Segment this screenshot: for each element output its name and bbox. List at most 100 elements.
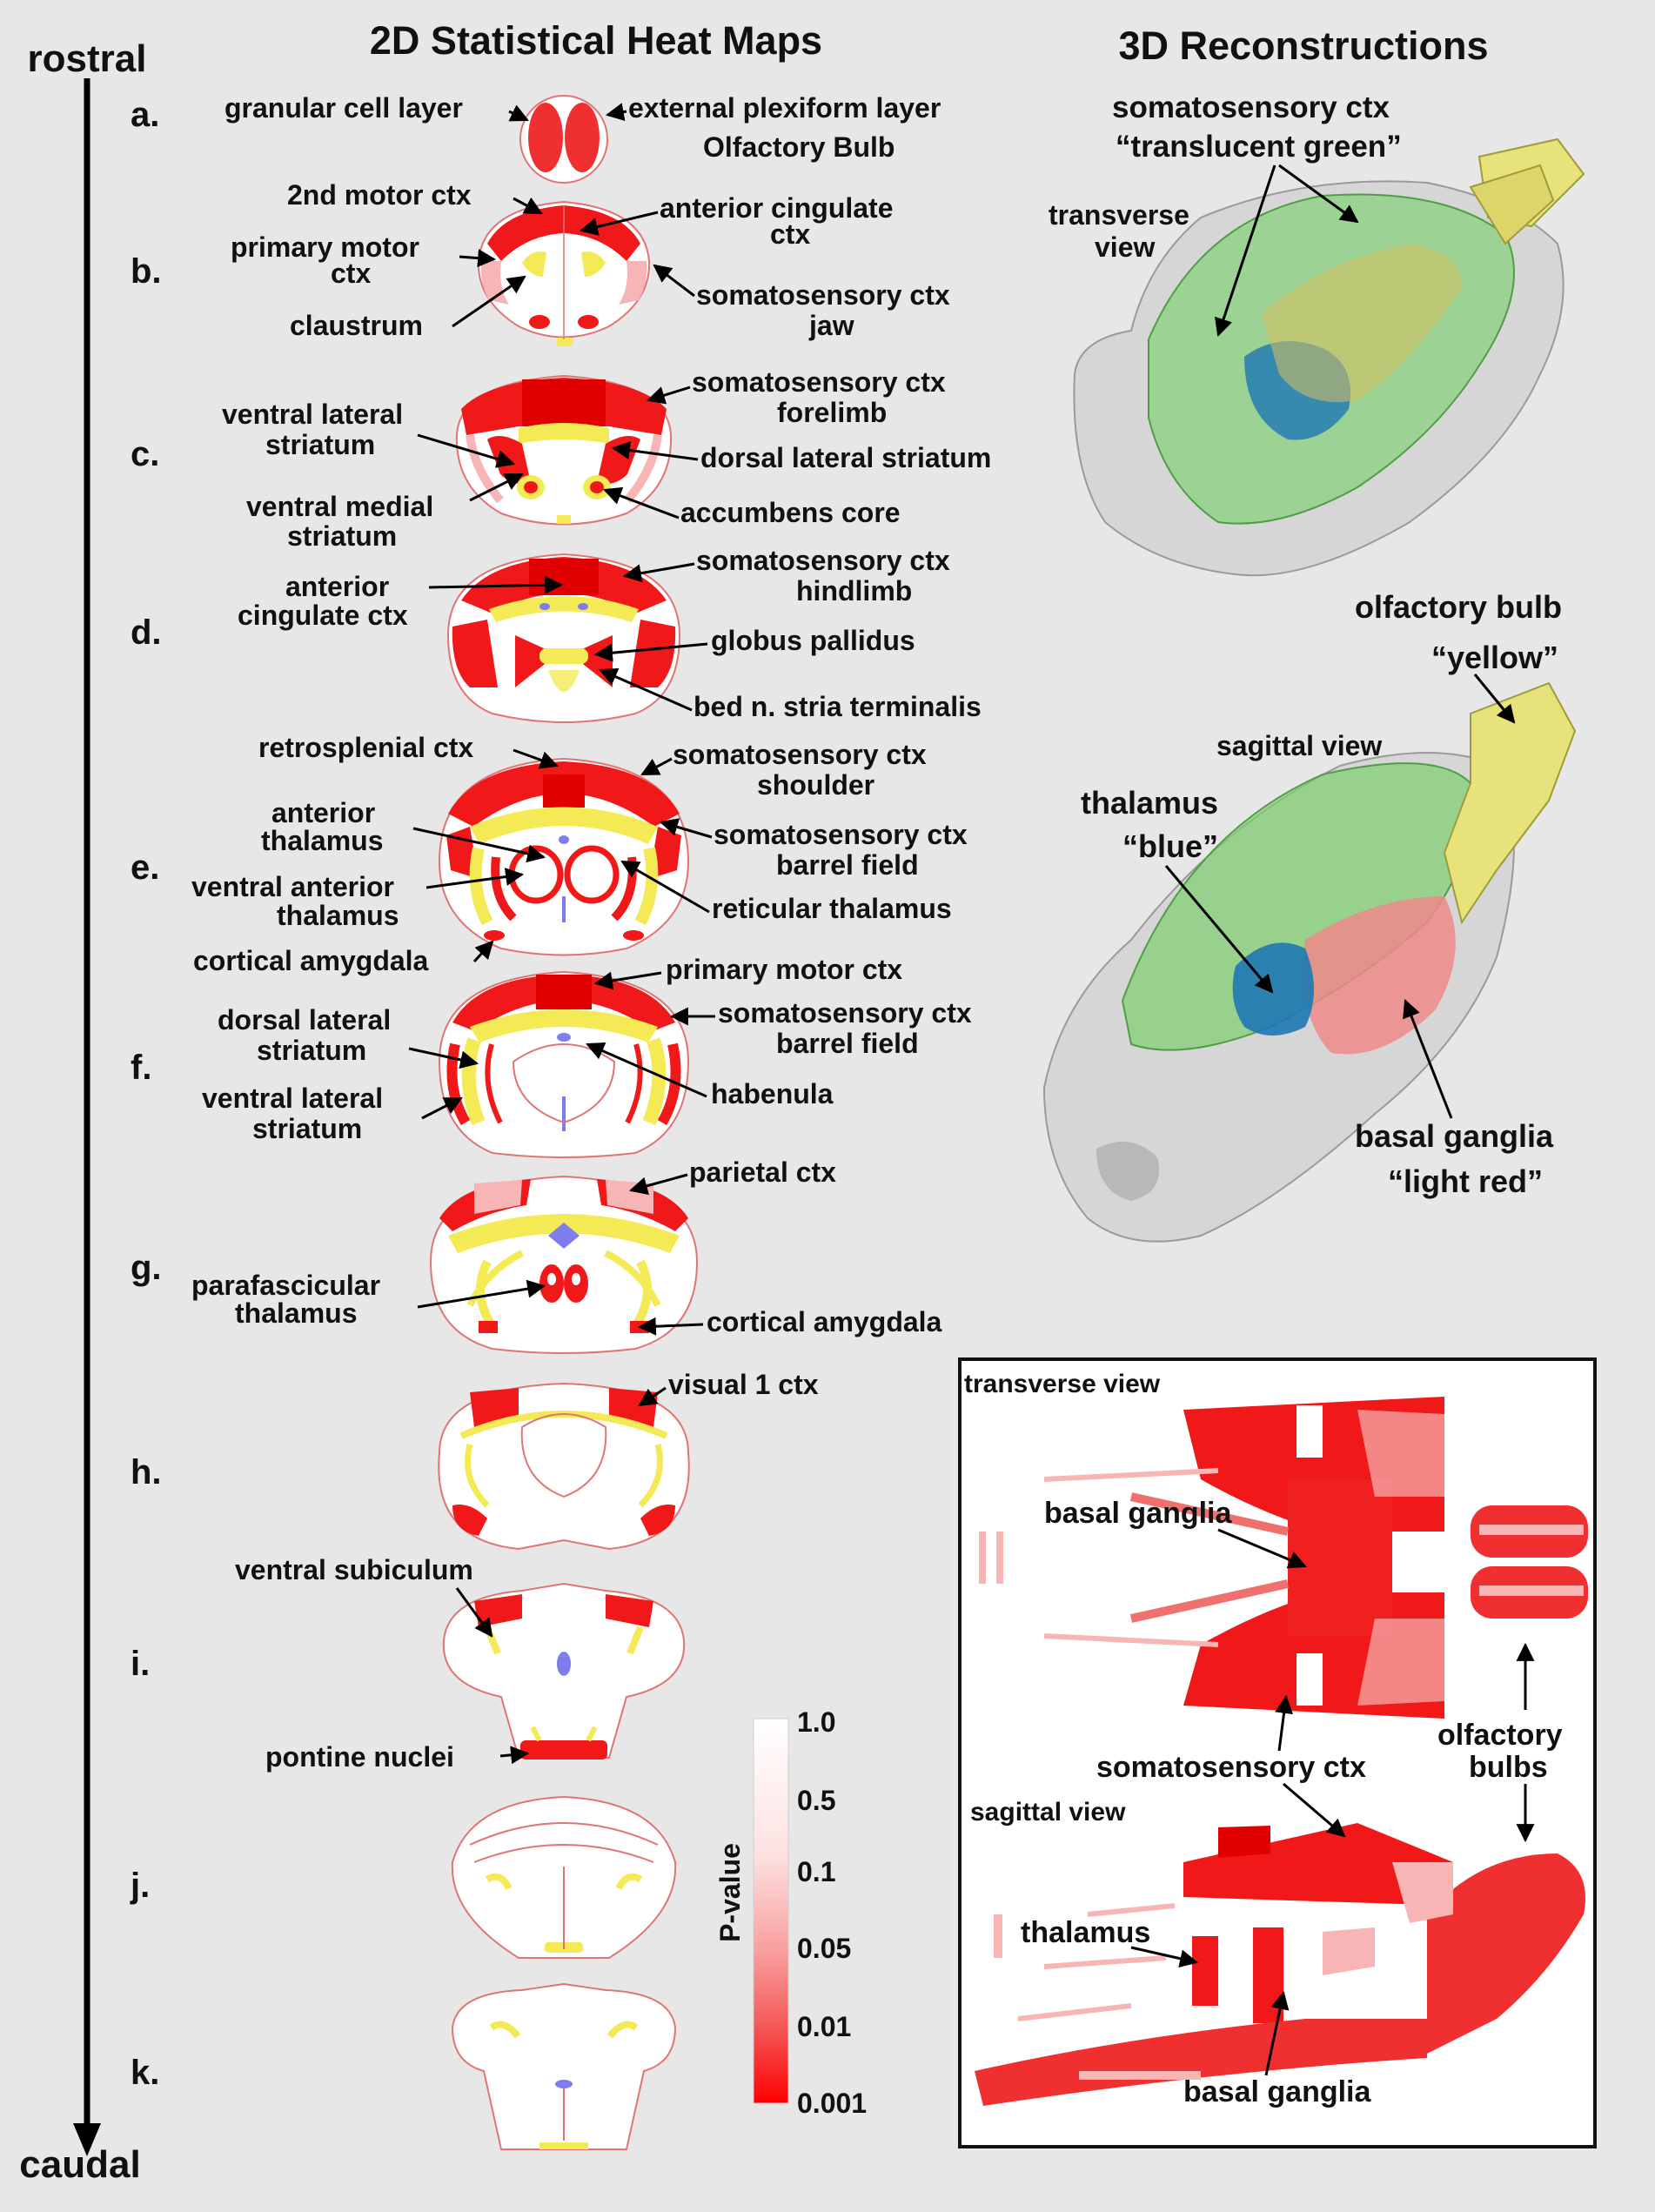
row-letter-g: g. bbox=[131, 1249, 162, 1287]
inset-label-basal-ganglia-top: basal ganglia bbox=[1044, 1497, 1232, 1530]
label-globus-pallidus: globus pallidus bbox=[711, 625, 915, 656]
row-letter-k: k. bbox=[131, 2054, 159, 2092]
heat-maps-header: 2D Statistical Heat Maps bbox=[370, 18, 822, 63]
label-barrel-field-f: barrel field bbox=[776, 1028, 919, 1059]
label-claustrum: claustrum bbox=[290, 310, 423, 341]
label-2nd-motor-ctx: 2nd motor ctx bbox=[287, 179, 472, 211]
label-somatosensory-barrel-f: somatosensory ctx bbox=[718, 997, 972, 1029]
label-ventral-medial-striatum: ventral medial bbox=[246, 491, 433, 522]
recon-transverse-3d bbox=[1073, 137, 1585, 577]
inset-label-olfactory: olfactory bbox=[1437, 1719, 1563, 1752]
recon-sagittal-3d bbox=[1042, 681, 1577, 1243]
label-habenula: habenula bbox=[711, 1078, 834, 1109]
section-h-coronal-slice bbox=[438, 1382, 690, 1551]
label-somatosensory-hindlimb-sub: hindlimb bbox=[796, 575, 912, 607]
section-d-coronal-slice bbox=[446, 553, 681, 723]
label-retrosplenial-ctx: retrosplenial ctx bbox=[258, 732, 473, 763]
recon-label-basal-ganglia: basal ganglia bbox=[1355, 1118, 1554, 1154]
section-b-coronal-slice bbox=[477, 200, 651, 346]
label-ventral-medial-striatum-sub: striatum bbox=[287, 520, 397, 552]
section-k-coronal-slice bbox=[451, 1982, 677, 2150]
row-letter-j: j. bbox=[130, 1867, 150, 1905]
label-accumbens-core: accumbens core bbox=[680, 497, 901, 528]
label-granular-cell-layer: granular cell layer bbox=[224, 92, 463, 124]
pvalue-colorbar bbox=[753, 1718, 789, 2104]
label-anterior-cingulate-ctx: ctx bbox=[770, 218, 810, 250]
label-anterior-cingulate-d: anterior bbox=[285, 571, 389, 602]
label-ventral-anterior-thalamus: ventral anterior bbox=[191, 871, 394, 902]
label-somatosensory-jaw-sub: jaw bbox=[808, 310, 854, 341]
caudal-label: caudal bbox=[19, 2143, 140, 2186]
section-e-coronal-slice bbox=[438, 757, 690, 956]
inset-panel bbox=[958, 1357, 1597, 2148]
label-cortical-amygdala-g: cortical amygdala bbox=[707, 1306, 942, 1337]
reconstructions-header: 3D Reconstructions bbox=[1118, 23, 1488, 68]
inset-label-basal-ganglia-bottom: basal ganglia bbox=[1183, 2075, 1371, 2108]
inset-title-transverse: transverse view bbox=[964, 1370, 1161, 1398]
row-letter-b: b. bbox=[131, 252, 162, 291]
row-letter-f: f. bbox=[131, 1049, 151, 1087]
label-primary-motor-ctx: ctx bbox=[331, 258, 371, 289]
label-ventral-lateral-striatum-sub: striatum bbox=[265, 429, 375, 460]
colorbar-tick-001: 0.01 bbox=[797, 2011, 851, 2042]
label-external-plexiform-layer: external plexiform layer bbox=[628, 92, 941, 124]
label-ventral-lateral-striatum-f: ventral lateral bbox=[202, 1083, 383, 1114]
inset-title-sagittal: sagittal view bbox=[970, 1798, 1126, 1827]
label-dorsal-lateral-striatum-f-sub: striatum bbox=[257, 1035, 366, 1066]
label-anterior-thalamus-sub: thalamus bbox=[261, 825, 383, 856]
label-primary-motor: primary motor bbox=[231, 231, 419, 263]
label-parietal-ctx: parietal ctx bbox=[689, 1156, 836, 1188]
section-j-coronal-slice bbox=[451, 1795, 677, 1959]
section-a-olfactory-bulb bbox=[519, 95, 608, 184]
label-parafascicular-thalamus: parafascicular bbox=[191, 1270, 380, 1301]
label-cortical-amygdala-e: cortical amygdala bbox=[193, 945, 429, 976]
label-somatosensory-barrel-e: somatosensory ctx bbox=[714, 819, 968, 850]
recon-label-olfactory-bulb: olfactory bulb bbox=[1355, 589, 1562, 625]
section-i-coronal-slice bbox=[442, 1582, 686, 1760]
row-letter-i: i. bbox=[131, 1645, 150, 1683]
section-c-coronal-slice bbox=[455, 374, 673, 526]
row-letter-a: a. bbox=[131, 96, 159, 134]
label-somatosensory-shoulder-sub: shoulder bbox=[757, 769, 874, 801]
label-somatosensory-hindlimb: somatosensory ctx bbox=[696, 545, 950, 576]
label-cingulate-ctx-d: cingulate ctx bbox=[238, 600, 408, 631]
label-bed-n-stria-terminalis: bed n. stria terminalis bbox=[693, 691, 982, 722]
label-somatosensory-forelimb: somatosensory ctx bbox=[692, 366, 946, 398]
colorbar-tick-1: 1.0 bbox=[797, 1706, 835, 1738]
label-dorsal-lateral-striatum-f: dorsal lateral bbox=[218, 1004, 391, 1036]
row-letter-c: c. bbox=[131, 435, 159, 473]
recon-label-thalamus: thalamus bbox=[1081, 785, 1218, 821]
section-g-coronal-slice bbox=[429, 1175, 699, 1354]
recon-label-somatosensory: somatosensory ctx bbox=[1112, 90, 1390, 124]
label-reticular-thalamus: reticular thalamus bbox=[712, 893, 952, 924]
label-anterior-thalamus: anterior bbox=[271, 797, 375, 828]
label-pontine-nuclei: pontine nuclei bbox=[265, 1741, 454, 1773]
colorbar-tick-05: 0.5 bbox=[797, 1785, 835, 1816]
colorbar-tick-005: 0.05 bbox=[797, 1933, 851, 1964]
label-visual-1-ctx: visual 1 ctx bbox=[668, 1369, 819, 1400]
recon-label-blue: “blue” bbox=[1122, 828, 1218, 864]
label-primary-motor-ctx-f: primary motor ctx bbox=[666, 954, 902, 985]
label-dorsal-lateral-striatum: dorsal lateral striatum bbox=[700, 442, 991, 473]
label-somatosensory-forelimb-sub: forelimb bbox=[777, 397, 887, 428]
section-f-coronal-slice bbox=[438, 970, 690, 1158]
recon-label-translucent-green: “translucent green” bbox=[1116, 130, 1402, 164]
recon-label-transverse: transverse bbox=[1049, 199, 1189, 231]
label-ventral-lateral-striatum: ventral lateral bbox=[222, 399, 403, 430]
row-letter-h: h. bbox=[131, 1453, 162, 1491]
rostral-caudal-arrowhead bbox=[73, 2123, 101, 2156]
inset-label-thalamus: thalamus bbox=[1021, 1916, 1150, 1949]
label-olfactory-bulb: Olfactory Bulb bbox=[703, 131, 895, 163]
recon-label-light-red: “light red” bbox=[1388, 1163, 1543, 1199]
colorbar-tick-01: 0.1 bbox=[797, 1856, 835, 1887]
row-letter-d: d. bbox=[131, 613, 162, 652]
colorbar-title: P-value bbox=[714, 1843, 746, 1942]
label-somatosensory-shoulder: somatosensory ctx bbox=[673, 739, 927, 770]
label-ventral-lateral-striatum-f-sub: striatum bbox=[252, 1113, 362, 1144]
row-letter-e: e. bbox=[131, 848, 159, 887]
label-barrel-field-e: barrel field bbox=[776, 849, 919, 881]
recon-label-sagittal-view: sagittal view bbox=[1216, 730, 1382, 761]
label-ventral-subiculum: ventral subiculum bbox=[235, 1554, 473, 1585]
label-anterior-cingulate: anterior cingulate bbox=[660, 192, 894, 224]
